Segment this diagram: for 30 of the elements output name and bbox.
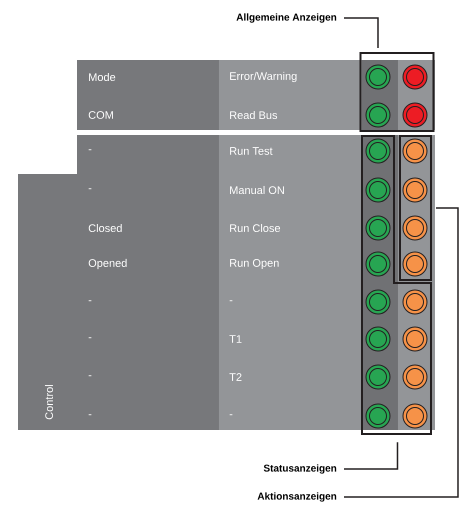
cell-text: -: [88, 300, 92, 302]
cell-text: -: [88, 188, 92, 190]
cell-text: Opened: [88, 258, 127, 270]
cell-text: Manual ON: [230, 186, 284, 194]
cell-text: Closed: [88, 224, 122, 232]
cell-text: Run Close: [230, 224, 280, 232]
callout-text: Allgemeine Anzeigen: [236, 13, 336, 23]
callout-text: Aktionsanzeigen: [258, 492, 336, 502]
side-label: Control: [44, 385, 54, 420]
group-outline: [361, 135, 432, 435]
group-outline: [399, 135, 432, 281]
cell-text: COM: [88, 111, 113, 119]
cell-text: -: [230, 300, 232, 302]
cell-text: T1: [229, 335, 242, 343]
cell-text: Mode: [89, 72, 116, 82]
leader-line: [344, 442, 398, 470]
cell-text: -: [88, 149, 92, 150]
cell-text: -: [88, 337, 92, 338]
group-outline: [360, 52, 434, 132]
callout-text: Statusanzeigen: [264, 464, 336, 474]
cell-text: -: [88, 414, 92, 416]
leader-line: [344, 207, 459, 498]
cell-text: Run Test: [230, 147, 273, 155]
cell-text: T2: [229, 373, 242, 381]
cell-text: -: [88, 375, 92, 376]
cell-text: Error/Warning: [230, 72, 297, 82]
leader-line: [344, 17, 379, 48]
cell-text: -: [230, 414, 232, 416]
cell-text: Run Open: [230, 259, 279, 269]
cell-text: Read Bus: [230, 110, 278, 120]
